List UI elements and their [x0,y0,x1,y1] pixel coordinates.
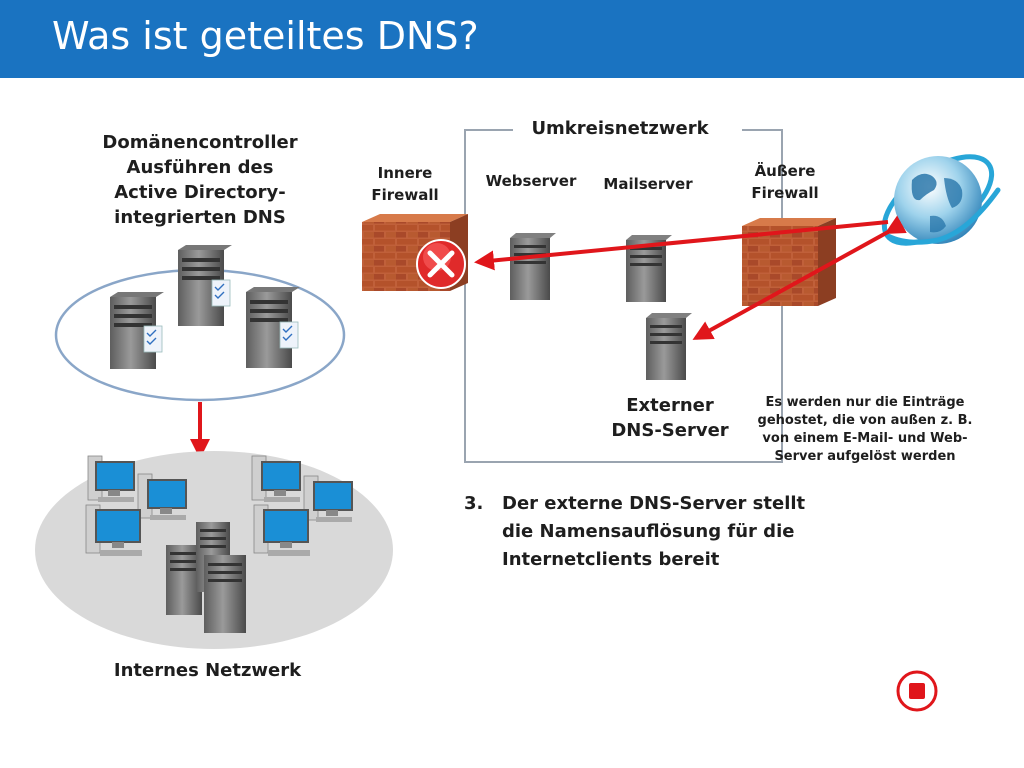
internal-network-label: Internes Netzwerk [113,660,302,681]
lan-workstation-2 [137,473,187,520]
lan-server-3 [204,555,246,633]
stop-button-icon[interactable] [896,670,938,712]
globe-icon [881,154,1001,246]
domain-controller-label: Domänencontroller Ausführen des Active D… [102,132,298,228]
domain-controller-server-3 [246,287,300,368]
webserver-icon [510,233,556,300]
lan-workstation-3 [85,504,142,556]
step-number: 3. [464,493,484,514]
lan-workstation-4 [251,455,301,502]
internet-to-dns-arrow [692,215,907,340]
inner-firewall-label: Innere Firewall [371,164,439,204]
error-x-icon [416,239,466,289]
perimeter-network-label: Umkreisnetzwerk [531,118,709,139]
outer-firewall-label: Äußere Firewall [751,162,819,202]
perimeter-network-bracket [464,129,783,463]
domain-controller-server-1 [110,292,164,369]
webserver-label: Webserver [485,172,577,190]
mailserver-label: Mailserver [603,175,693,193]
lan-workstation-1 [87,455,135,502]
slide-header: Was ist geteiltes DNS? [0,0,1024,78]
slide-title: Was ist geteiltes DNS? [52,14,479,58]
step-text: Der externe DNS-Server stellt die Namens… [502,493,806,570]
hosted-records-note: Es werden nur die Einträge gehostet, die… [757,395,973,464]
mailserver-icon [626,235,672,302]
lan-workstation-6 [253,504,310,556]
external-dns-server-icon [646,313,692,380]
domain-controller-server-2 [178,245,232,326]
external-dns-server-label: Externer DNS-Server [611,395,729,441]
